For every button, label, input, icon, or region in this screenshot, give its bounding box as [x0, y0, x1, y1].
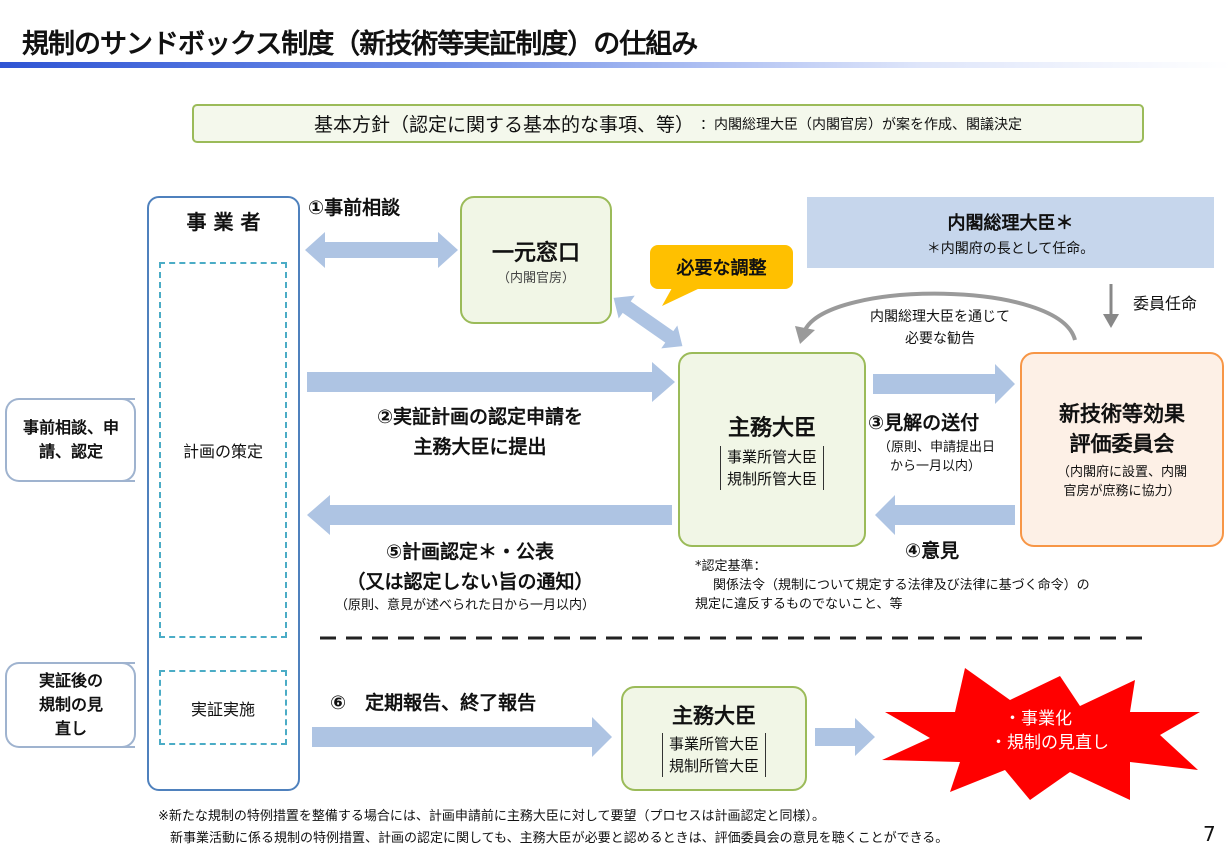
step5-line1: ⑤計画認定＊・公表	[385, 541, 555, 563]
one-stop-sub: （内閣官房）	[496, 270, 575, 286]
adjustment-callout: 必要な調整	[650, 245, 793, 289]
step3-note1: （原則、申請提出日	[878, 440, 996, 455]
minister2-sub2: 規制所管大臣	[668, 757, 759, 775]
planning-label: 計画の策定	[182, 442, 263, 461]
committee-line1: 新技術等効果	[1059, 401, 1185, 426]
minister-title: 主務大臣	[727, 415, 816, 441]
minister-sub: 事業所管大臣 規制所管大臣	[719, 445, 824, 490]
outcome-line2: ・規制の見直し	[990, 733, 1109, 753]
phase-consultation: 事前相談、申請、認定	[5, 398, 135, 482]
committee-note2: 官房が庶務に協力）	[1063, 483, 1181, 499]
outcome-line1: ・事業化	[1004, 709, 1072, 729]
one-stop-window-box: 一元窓口 （内閣官房）	[460, 196, 612, 324]
footnote: ※新たな規制の特例措置を整備する場合には、計画申請前に主務大臣に対して要望（プロ…	[158, 806, 948, 850]
planning-box: 計画の策定	[159, 262, 287, 638]
arrow-application	[307, 362, 675, 402]
minister2-title: 主務大臣	[672, 704, 756, 728]
basic-policy-sub: ：内閣総理大臣（内閣官房）が案を作成、閣議決定	[700, 116, 1022, 133]
step6-label: ⑥ 定期報告、終了報告	[330, 692, 537, 714]
step2-line1: ②実証計画の認定申請を	[376, 406, 584, 428]
appointment-label: 委員任命	[1133, 294, 1198, 313]
certification-criteria: *認定基準： 関係法令（規制について規定する法律及び法律に基づく命令）の 規定に…	[695, 557, 1090, 614]
recommendation-line1: 内閣総理大臣を通じて	[870, 309, 1010, 325]
arrow-recommendation	[803, 291, 1077, 341]
criteria-line2: 規定に違反するものでないこと、等	[695, 597, 903, 612]
minister2-sub1: 事業所管大臣	[668, 735, 759, 753]
basic-policy-box: 基本方針（認定に関する基本的な事項、等） ：内閣総理大臣（内閣官房）が案を作成、…	[192, 104, 1144, 143]
arrow-opinion	[875, 495, 1015, 535]
phase-post-review: 実証後の規制の見直し	[5, 662, 135, 748]
step2-line2: 主務大臣に提出	[413, 436, 547, 458]
arrow-consultation	[305, 232, 458, 268]
step3-note2: から一月以内）	[890, 459, 982, 474]
footnote-line1: ※新たな規制の特例措置を整備する場合には、計画申請前に主務大臣に対して要望（プロ…	[158, 809, 826, 824]
title-underline	[0, 62, 1231, 68]
criteria-head: *認定基準：	[695, 559, 767, 574]
step3-note: （原則、申請提出日 から一月以内）	[878, 438, 995, 476]
implementation-label: 実証実施	[190, 699, 255, 719]
arrow-adjustment	[613, 295, 683, 349]
page-number: 7	[1203, 822, 1216, 846]
criteria-line1: 関係法令（規制について規定する法律及び法律に基づく命令）の	[713, 578, 1090, 593]
bracket-right	[120, 398, 136, 482]
arrow-report	[312, 717, 612, 757]
pm-title: 内閣総理大臣＊	[947, 213, 1074, 234]
basic-policy-main: 基本方針（認定に関する基本的な事項、等）	[313, 114, 694, 136]
step3-label: ③見解の送付	[868, 412, 980, 434]
outcome-text: ・事業化 ・規制の見直し	[990, 707, 1109, 755]
competent-minister-box-2: 主務大臣 事業所管大臣 規制所管大臣	[621, 686, 807, 791]
pm-note: ＊内閣府の長として任命。	[926, 241, 1095, 257]
recommendation-line2: 必要な勧告	[905, 331, 975, 347]
step1-label: ①事前相談	[308, 197, 401, 219]
outcome-burst	[882, 668, 1200, 800]
competent-minister-box: 主務大臣 事業所管大臣 規制所管大臣	[678, 352, 866, 547]
recommendation-label: 内閣総理大臣を通じて 必要な勧告	[850, 306, 1030, 350]
arrow-outcome	[815, 718, 875, 756]
arrow-approval	[307, 495, 672, 535]
operator-title: 事 業 者	[186, 210, 261, 234]
minister2-sub: 事業所管大臣 規制所管大臣	[661, 733, 766, 777]
evaluation-committee-box: 新技術等効果 評価委員会 （内閣府に設置、内閣 官房が庶務に協力）	[1020, 352, 1224, 547]
step5-label: ⑤計画認定＊・公表 （又は認定しない旨の通知）	[300, 537, 640, 597]
footnote-line2: 新事業活動に係る規制の特例措置、計画の認定に関しても、主務大臣が必要と認めるとき…	[170, 831, 949, 846]
arrow-opinion-send	[873, 364, 1015, 404]
minister-sub1: 事業所管大臣	[726, 447, 817, 466]
implementation-box: 実証実施	[159, 670, 287, 745]
step4-label: ④意見	[905, 540, 960, 562]
step5-line2: （又は認定しない旨の通知）	[346, 571, 594, 593]
operator-box	[147, 196, 300, 791]
bracket-right	[120, 662, 136, 748]
page-title: 規制のサンドボックス制度（新技術等実証制度）の仕組み	[22, 29, 698, 60]
step2-label: ②実証計画の認定申請を 主務大臣に提出	[310, 402, 650, 462]
step5-note: （原則、意見が述べられた日から一月以内）	[335, 598, 596, 613]
prime-minister-box: 内閣総理大臣＊ ＊内閣府の長として任命。	[807, 197, 1214, 268]
phase-post-review-label: 実証後の規制の見直し	[39, 671, 104, 738]
minister-sub2: 規制所管大臣	[726, 469, 817, 488]
committee-note1: （内閣府に設置、内閣	[1056, 464, 1187, 480]
committee-line2: 評価委員会	[1069, 431, 1175, 456]
one-stop-title: 一元窓口	[491, 240, 580, 266]
phase-consultation-label: 事前相談、申請、認定	[22, 418, 119, 461]
